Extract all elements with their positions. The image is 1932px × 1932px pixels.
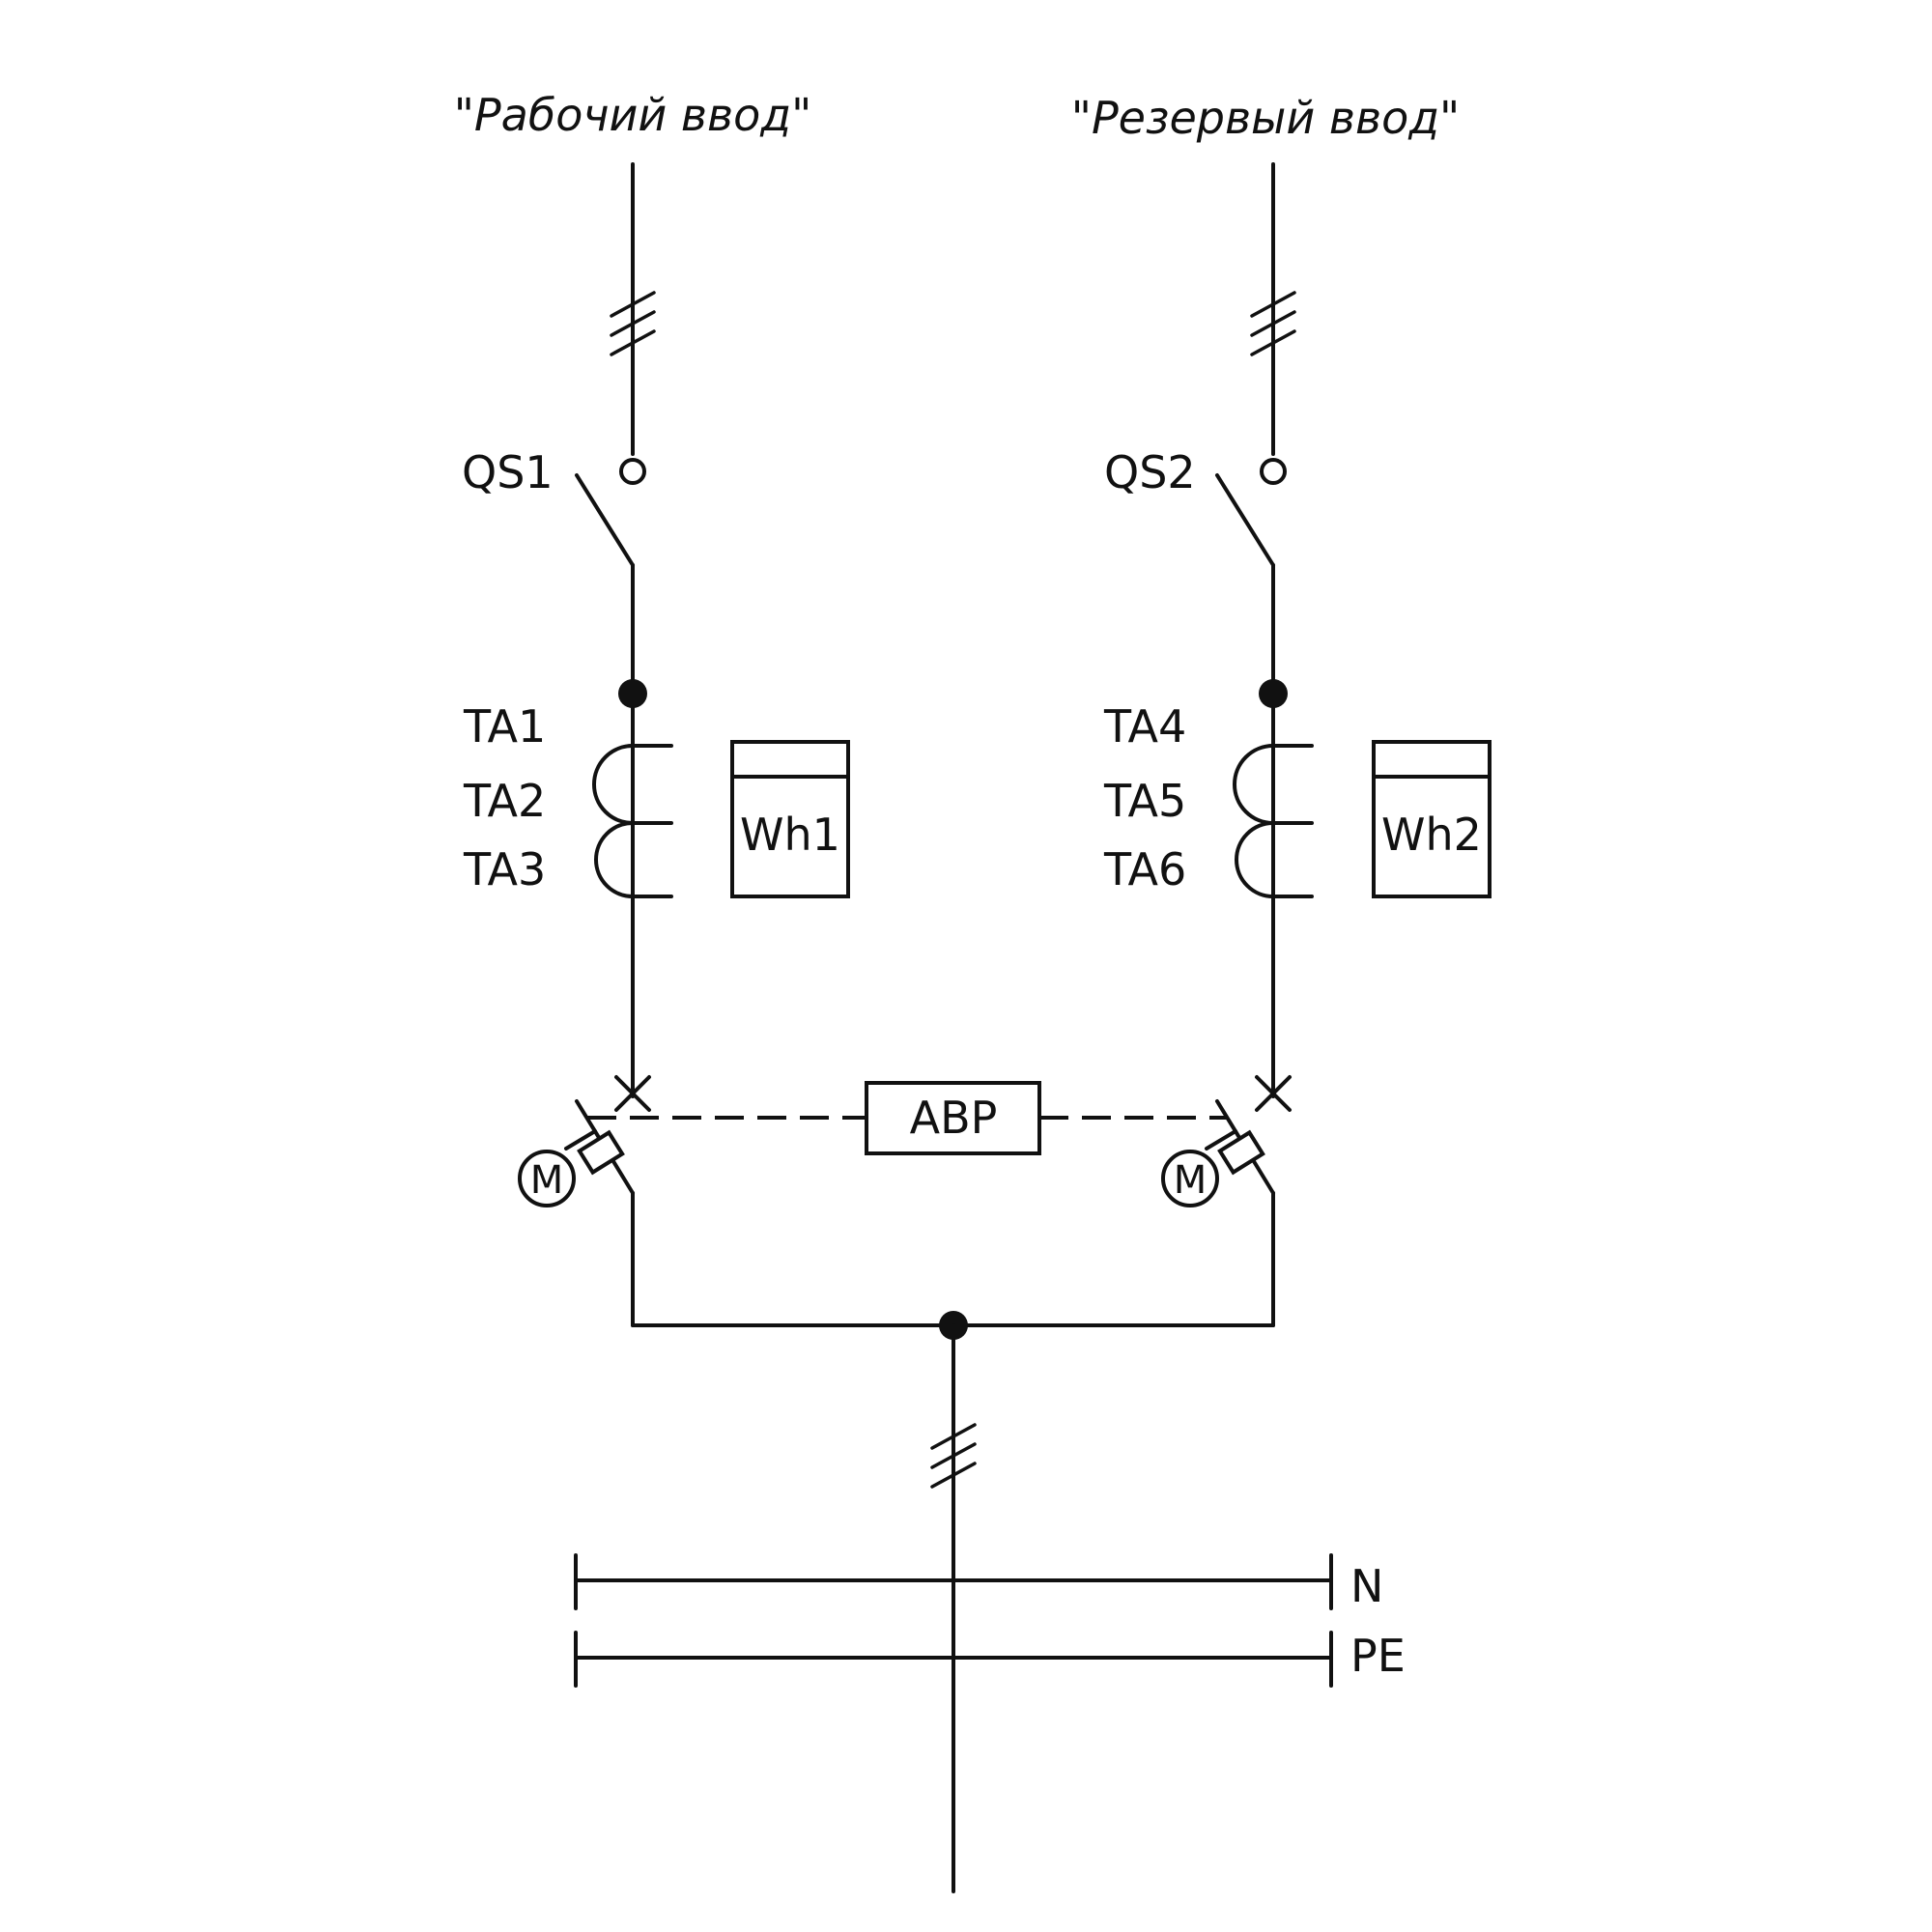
qs2-label: QS2 bbox=[1104, 446, 1196, 498]
ats-block bbox=[865, 1081, 1041, 1155]
right-current-transformers bbox=[1233, 744, 1314, 898]
left-breaker-cross bbox=[614, 1075, 651, 1112]
right-motor-label: M bbox=[1174, 1158, 1208, 1203]
ats-link: АВР bbox=[587, 1081, 1227, 1155]
wh1-meter: Wh1 bbox=[730, 740, 850, 898]
ats-label: АВР bbox=[910, 1092, 998, 1144]
left-current-transformers bbox=[592, 744, 673, 898]
left-three-phase-mark bbox=[610, 291, 656, 356]
right-feeder: QS2 TA4 TA5 TA6 Wh2 M bbox=[1103, 162, 1492, 1327]
ta1-label: TA1 bbox=[463, 700, 546, 753]
right-three-phase-mark bbox=[1250, 291, 1296, 356]
wh2-label: Wh2 bbox=[1381, 809, 1482, 861]
left-motor-drive: M bbox=[518, 1129, 625, 1208]
left-disconnector-blade bbox=[575, 473, 635, 567]
ta2-label: TA2 bbox=[463, 775, 546, 827]
ta4-label: TA4 bbox=[1103, 700, 1186, 753]
working-input-title: "Рабочий ввод" bbox=[454, 89, 812, 141]
right-motor-drive: M bbox=[1161, 1129, 1265, 1208]
right-breaker-cross bbox=[1255, 1075, 1292, 1112]
left-feeder: QS1 TA1 TA2 TA3 Wh1 M bbox=[462, 162, 850, 1327]
left-disconnector-contact bbox=[619, 458, 646, 485]
reserve-input-title: "Резервый ввод" bbox=[1071, 92, 1460, 144]
wh1-label: Wh1 bbox=[740, 809, 840, 861]
n-bus-label: N bbox=[1350, 1560, 1383, 1612]
ta5-label: TA5 bbox=[1103, 775, 1186, 827]
ta3-label: TA3 bbox=[463, 843, 546, 895]
wh2-meter: Wh2 bbox=[1372, 740, 1492, 898]
pe-bus: PE bbox=[574, 1630, 1406, 1688]
right-junction-dot bbox=[1259, 679, 1288, 708]
output-three-phase-mark bbox=[930, 1423, 977, 1489]
qs1-label: QS1 bbox=[462, 446, 554, 498]
right-disconnector-contact bbox=[1260, 458, 1287, 485]
right-motor-icon bbox=[1161, 1150, 1219, 1208]
pe-bus-label: PE bbox=[1350, 1630, 1406, 1682]
left-motor-label: M bbox=[530, 1158, 564, 1203]
right-disconnector-blade bbox=[1215, 473, 1275, 567]
ta6-label: TA6 bbox=[1103, 843, 1186, 895]
left-motor-icon bbox=[518, 1150, 576, 1208]
n-bus: N bbox=[574, 1553, 1383, 1612]
left-junction-dot bbox=[618, 679, 647, 708]
common-output bbox=[631, 1311, 1275, 1893]
